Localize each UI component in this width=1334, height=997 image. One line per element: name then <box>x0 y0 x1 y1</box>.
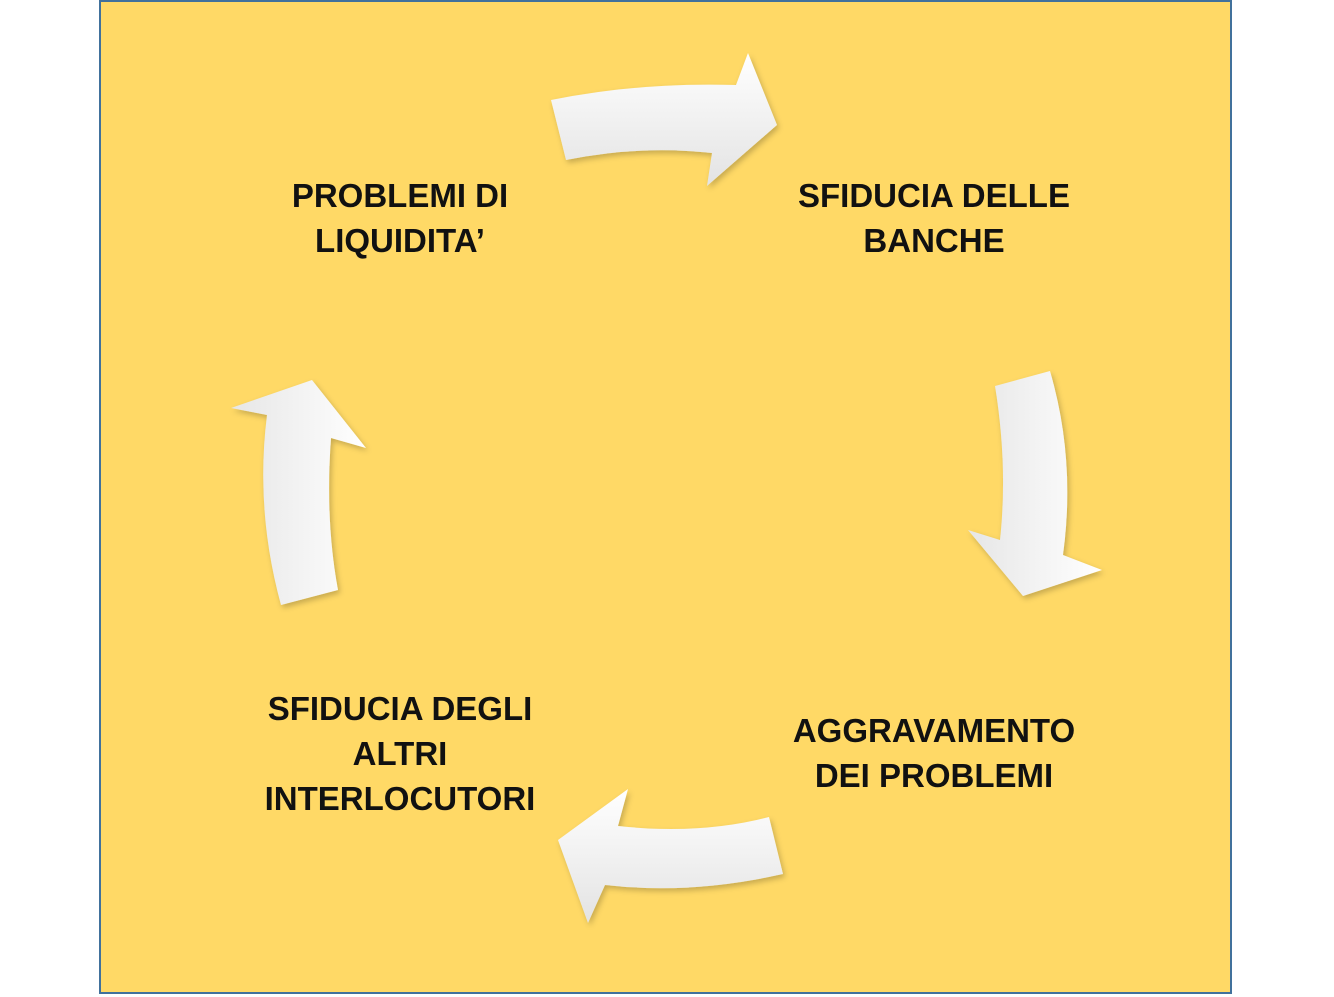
arrow-left <box>231 380 366 605</box>
arrow-right <box>968 371 1102 596</box>
node-sfiducia-delle-banche: SFIDUCIA DELLE BANCHE <box>798 177 1070 259</box>
arrow-top <box>551 53 777 186</box>
node-aggravamento-dei-problemi: AGGRAVAMENTO DEI PROBLEMI <box>792 712 1076 794</box>
arrow-bottom <box>558 789 783 923</box>
node-problemi-di-liquidita: PROBLEMI DI LIQUIDITA’ <box>291 177 509 259</box>
node-sfiducia-degli-altri-interlocutori: SFIDUCIA DEGLI ALTRI INTERLOCUTORI <box>264 690 536 817</box>
